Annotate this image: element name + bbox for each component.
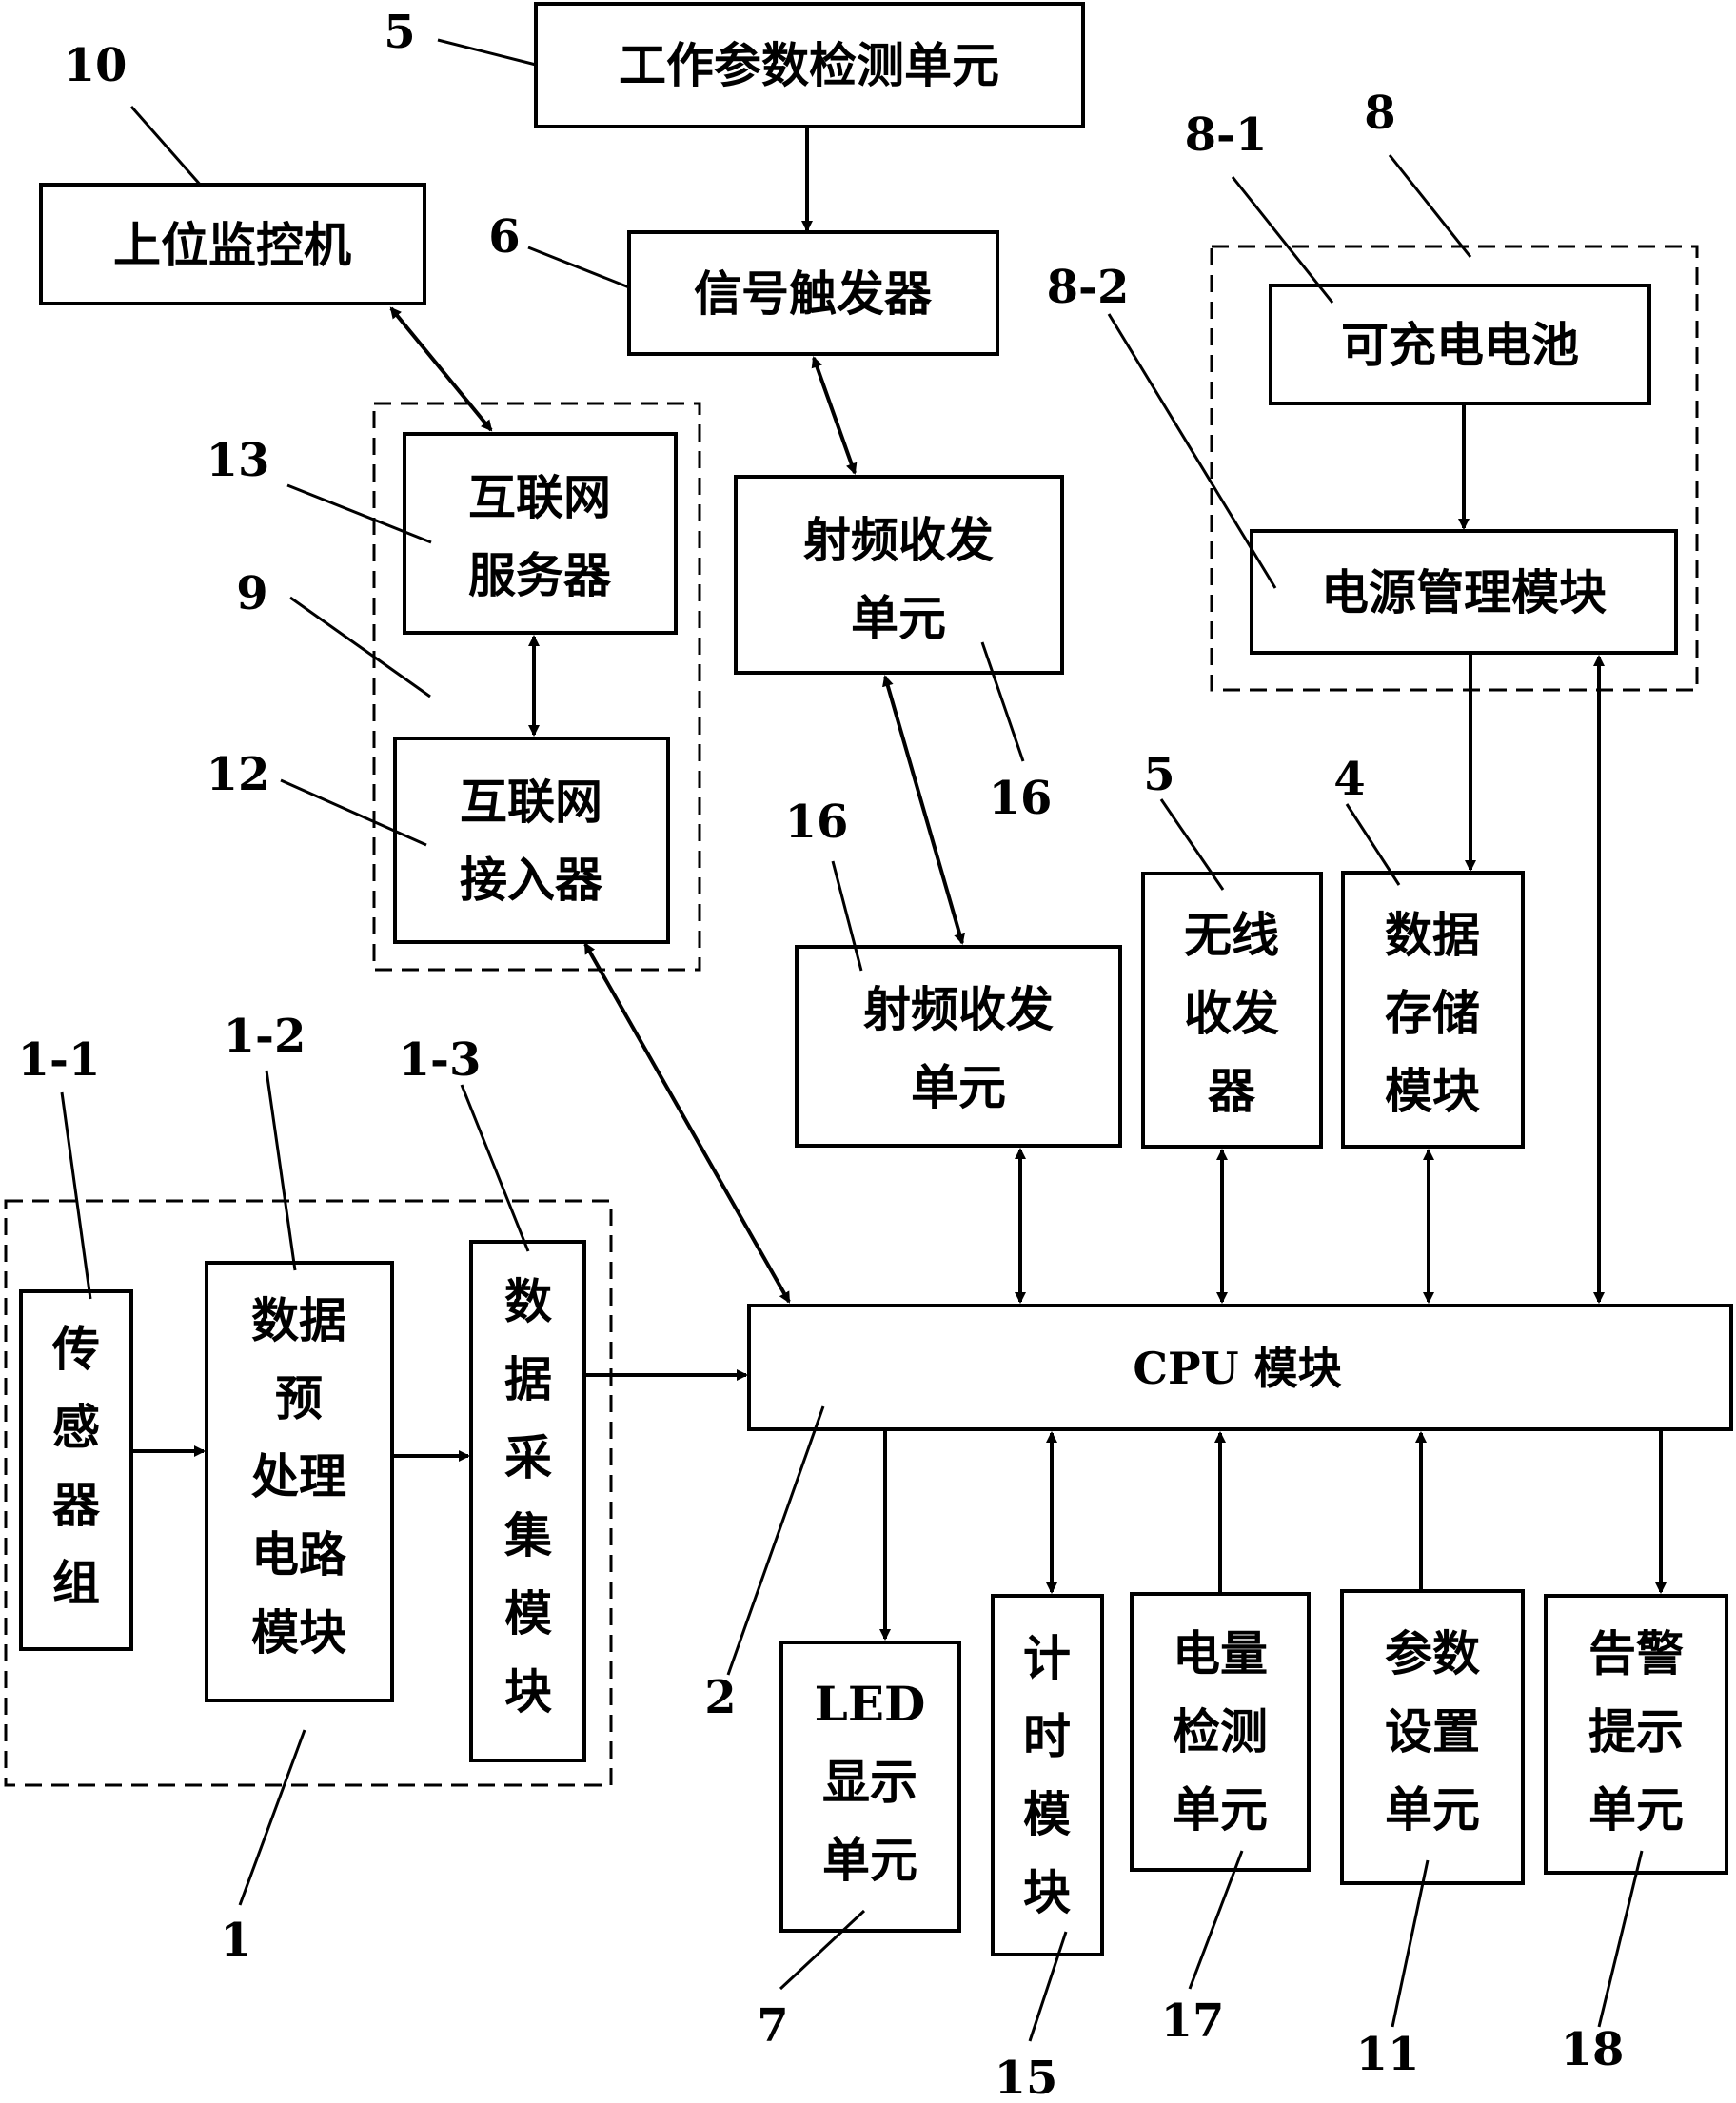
param-setting-label: 参数设置单元 (1385, 1625, 1480, 1838)
label-line: 互联网 (460, 774, 602, 830)
leader-1 (240, 1730, 305, 1905)
label-line: 传 (51, 1321, 100, 1377)
ref-8: 8 (1364, 87, 1395, 140)
ref-10: 10 (64, 39, 128, 92)
power-management-label: 电源管理模块 (1321, 564, 1607, 620)
cpu-label: CPU 模块 (1133, 1343, 1341, 1394)
label-line: 服务器 (468, 547, 612, 603)
label-line: 时 (1023, 1708, 1071, 1764)
label-line: 电路 (251, 1526, 347, 1582)
label-line: 单元 (851, 590, 946, 646)
label-line: 器 (52, 1477, 101, 1533)
ref-17: 17 (1161, 1995, 1225, 2048)
ref-8-1: 8-1 (1185, 108, 1268, 162)
label-line: 器 (1208, 1063, 1256, 1119)
work-param-detect-label: 工作参数检测单元 (619, 37, 999, 93)
ref-9: 9 (236, 567, 267, 620)
leader-11 (1392, 1860, 1428, 2027)
label-line: 预 (275, 1370, 323, 1426)
ref-16-lower: 16 (785, 796, 849, 849)
arrow-access-cpu (585, 944, 789, 1302)
battery-detect-label: 电量检测单元 (1173, 1625, 1268, 1838)
ref-5-top: 5 (384, 6, 415, 59)
ref-1-2: 1-2 (224, 1010, 306, 1063)
ref-15: 15 (995, 2052, 1058, 2103)
ref-13: 13 (207, 434, 270, 487)
leader-8 (1390, 155, 1470, 257)
leader-18 (1599, 1851, 1642, 2027)
label-line: 单元 (1588, 1781, 1684, 1838)
ref-12: 12 (207, 748, 270, 801)
label-line: 数据 (251, 1292, 346, 1348)
host-monitor-label: 上位监控机 (113, 217, 351, 273)
ref-11: 11 (1356, 2028, 1420, 2081)
label-line: 检测 (1173, 1703, 1268, 1759)
preprocess-label: 数据预处理电路模块 (251, 1292, 347, 1661)
label-line: 互联网 (468, 469, 611, 525)
label-line: 组 (52, 1555, 100, 1611)
label-line: 块 (504, 1663, 552, 1720)
label-line: 模 (504, 1585, 552, 1641)
label-line: 数据 (1385, 907, 1480, 963)
label-line: 计 (1023, 1630, 1071, 1686)
leader-6 (528, 247, 629, 287)
label-line: 单元 (1173, 1781, 1268, 1838)
ref-1-1: 1-1 (18, 1033, 101, 1087)
label-line: 数 (504, 1273, 552, 1329)
arrow-host-internet-server (391, 308, 491, 430)
arrow-rf-upper-rf-lower (885, 677, 962, 943)
label-line: 处理 (251, 1448, 346, 1504)
leader-2 (728, 1406, 823, 1675)
ref-18: 18 (1561, 2023, 1625, 2076)
ref-6: 6 (488, 210, 520, 264)
label-line: 无线 (1184, 907, 1279, 963)
leader-1-3 (462, 1085, 528, 1251)
label-line: 设置 (1385, 1703, 1480, 1759)
leader-5-top (438, 40, 536, 65)
ref-16-upper: 16 (989, 772, 1053, 825)
label-line: 采 (504, 1429, 552, 1485)
led-display-label: LED 显示单元 (815, 1676, 926, 1888)
label-line: 单元 (1385, 1781, 1480, 1838)
label-line: 提示 (1588, 1703, 1684, 1759)
ref-2: 2 (704, 1671, 736, 1724)
label-line: 射频收发 (803, 512, 994, 568)
label-line: 感 (52, 1399, 100, 1455)
label-line: 单元 (822, 1832, 917, 1888)
leader-8-2 (1109, 314, 1275, 588)
label-line: LED (815, 1676, 926, 1732)
ref-7: 7 (757, 1999, 788, 2053)
label-line: 参数 (1385, 1625, 1480, 1681)
rf-lower-box (797, 947, 1120, 1146)
label-line: 集 (503, 1507, 552, 1563)
label-line: 收发 (1184, 985, 1279, 1041)
leader-1-1 (62, 1092, 90, 1299)
label-line: 存储 (1385, 985, 1480, 1041)
ref-1-3: 1-3 (399, 1033, 482, 1087)
label-line: 块 (1023, 1864, 1071, 1920)
label-line: 据 (504, 1351, 552, 1407)
label-line: 显示 (822, 1754, 917, 1810)
rechargeable-battery-label: 可充电电池 (1341, 317, 1579, 373)
signal-trigger-label: 信号触发器 (694, 265, 933, 322)
leader-1-2 (266, 1071, 295, 1270)
label-line: 接入器 (460, 852, 603, 908)
label-line: 单元 (911, 1059, 1006, 1115)
label-line: 模块 (251, 1604, 346, 1661)
label-line: 模块 (1385, 1063, 1480, 1119)
ref-4: 4 (1333, 753, 1365, 806)
data-storage-label: 数据存储模块 (1385, 907, 1480, 1119)
label-line: 电量 (1173, 1625, 1268, 1681)
ref-5-mid: 5 (1143, 748, 1174, 801)
label-line: 模 (1023, 1786, 1071, 1842)
leader-10 (131, 107, 202, 187)
ref-8-2: 8-2 (1047, 261, 1130, 314)
arrow-trigger-rf-upper (814, 358, 855, 473)
label-line: 告警 (1588, 1625, 1684, 1681)
internet-access-box (395, 738, 668, 942)
label-line: 射频收发 (863, 981, 1054, 1037)
alarm-label: 告警提示单元 (1588, 1625, 1684, 1838)
ref-1: 1 (220, 1914, 251, 1967)
